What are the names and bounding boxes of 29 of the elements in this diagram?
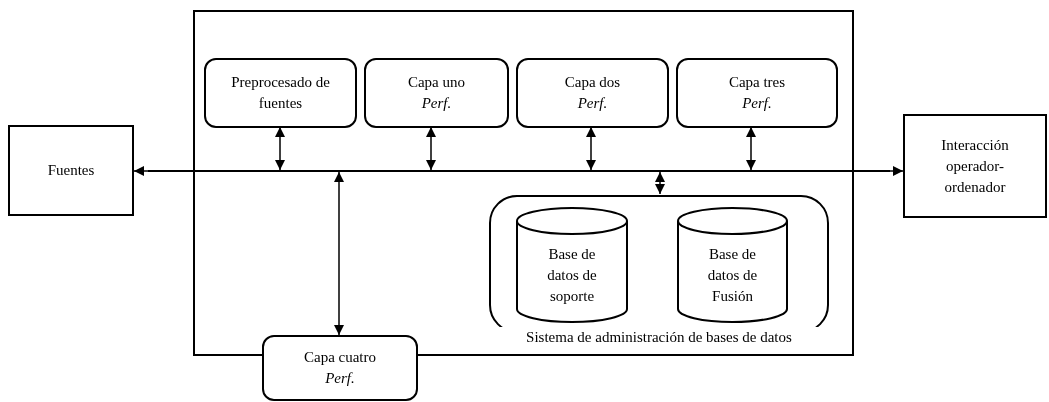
rounded-box xyxy=(204,58,357,128)
node-text: Capa cuatro xyxy=(303,348,377,367)
arrow xyxy=(426,126,436,171)
node-text: Perf. xyxy=(421,94,452,113)
node-text: Interacción operador-ordenador xyxy=(940,135,1010,197)
process-box xyxy=(8,125,134,216)
arrow xyxy=(655,171,665,195)
arrow xyxy=(334,171,344,336)
node-text: Perf. xyxy=(325,369,355,388)
node-text: Base de datos de soporte xyxy=(546,244,598,306)
arrow xyxy=(275,126,285,171)
node-text: Base de datos de Fusión xyxy=(706,244,759,306)
rounded-box xyxy=(676,58,838,128)
arrow xyxy=(586,126,596,171)
node-text: Perf. xyxy=(577,94,608,113)
rounded-box xyxy=(364,58,509,128)
node-text: Capa uno xyxy=(407,73,466,92)
arrow xyxy=(746,126,756,171)
node-text: Capa dos xyxy=(564,73,621,92)
node-text: Capa tres xyxy=(728,73,786,92)
rounded-box xyxy=(262,335,418,401)
bus-line xyxy=(148,170,890,172)
arrow xyxy=(889,166,904,176)
process-box xyxy=(903,114,1047,218)
node-text: Preprocesado de fuentes xyxy=(230,73,331,113)
node-text: Perf. xyxy=(742,94,772,113)
rounded-box xyxy=(516,58,669,128)
arrow xyxy=(133,166,149,176)
node-text: Fuentes xyxy=(47,161,95,180)
